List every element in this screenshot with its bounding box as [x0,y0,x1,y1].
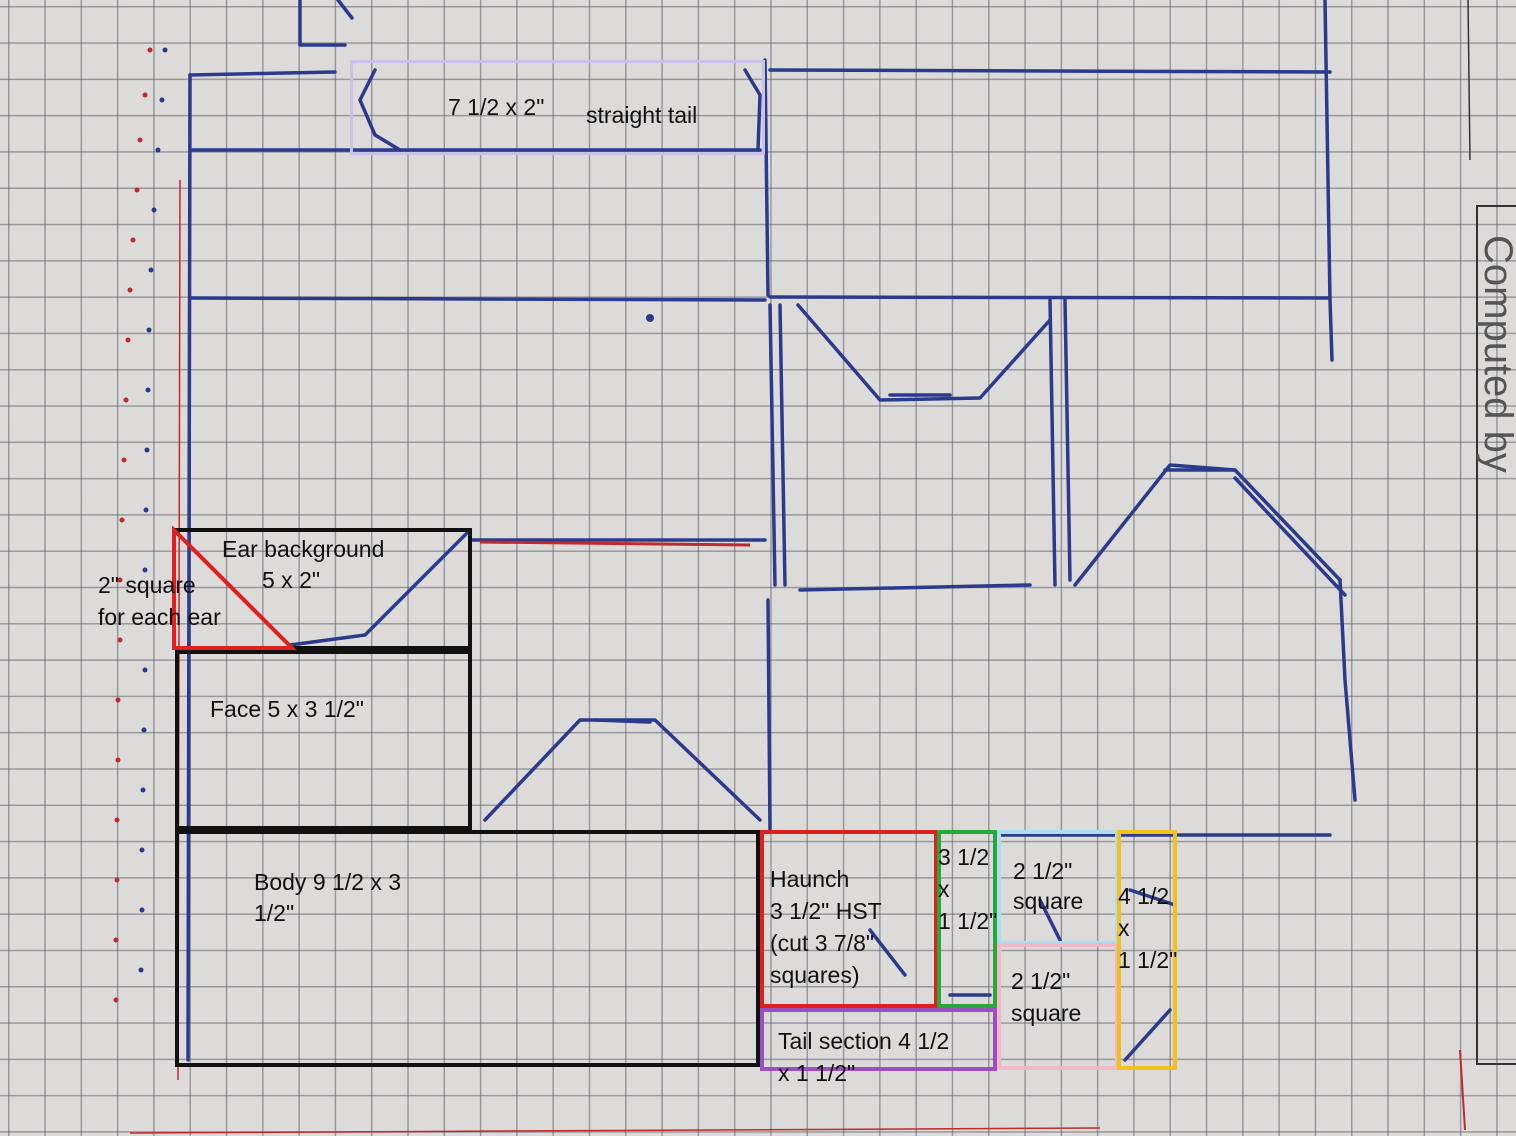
strip-4x1-label-line2: x [1118,915,1130,941]
tail-section-label-line2: x 1 1/2" [778,1060,856,1086]
square-top-label-line2: square [1013,888,1084,914]
side-note-text: Computed by [1476,235,1516,473]
square-top-label-line1: 2 1/2" [1013,858,1073,884]
strip-3x1-outline [937,830,997,1008]
ear-square-triangle [172,526,297,650]
body-label-line1: Body 9 1/2 x 3 [254,869,402,895]
face-label: Face 5 x 3 1/2" [210,696,364,722]
haunch-label-line2: 3 1/2" HST [770,898,882,924]
ear-square-label-line1: 2" square [98,572,196,598]
strip-4x1-label-line1: 4 1/2 [1118,883,1170,909]
strip-3x1-label-line2: x [938,876,950,902]
haunch-label-line3: (cut 3 7/8" [770,930,875,956]
ear-background-label-line1: Ear background [222,536,385,562]
side-form-strip [1476,205,1516,1065]
straight-tail-name-label: straight tail [586,102,698,128]
ear-background-label-line2: 5 x 2" [262,567,321,593]
haunch-label-line1: Haunch [770,866,850,892]
square-bottom-label-line2: square [1011,1000,1082,1026]
tail-section-outline [760,1008,997,1071]
tail-section-label-line1: Tail section 4 1/2 [778,1028,950,1054]
haunch-outline [760,830,938,1008]
body-label-line2: 1/2" [254,900,295,926]
strip-3x1-label-line1: 3 1/2 [938,844,990,870]
strip-3x1-label-line3: 1 1/2" [938,908,998,934]
strip-4x1-outline [1117,830,1177,1070]
face-outline [175,650,472,830]
straight-tail-outline [350,60,765,155]
strip-4x1-label-line3: 1 1/2" [1118,947,1178,973]
ear-square-label-line2: for each ear [98,604,221,630]
straight-tail-dim-label: 7 1/2 x 2" [448,94,545,120]
square-bottom-label-line1: 2 1/2" [1011,968,1071,994]
body-outline [175,830,760,1067]
haunch-label-line4: squares) [770,962,860,988]
